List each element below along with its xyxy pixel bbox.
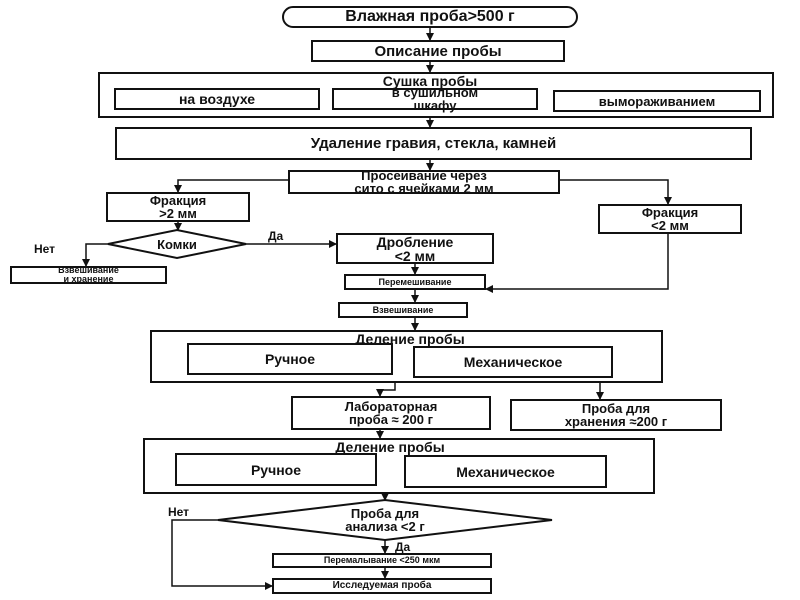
analysis-no-label: Нет (168, 505, 190, 519)
division1-manual-node: Ручное (187, 343, 393, 375)
edge-sieving-fraction-lt2 (560, 179, 672, 205)
edge-analysis-no (171, 519, 273, 590)
description-node: Описание пробы (311, 40, 565, 62)
start-node: Влажная проба>500 г (282, 6, 578, 28)
grinding-node: Перемалывание <250 мкм (272, 553, 492, 568)
drying-oven-node: в сушильном шкафу (332, 86, 538, 112)
division1-mechanical-node: Механическое (413, 346, 613, 378)
division1-title: Деление пробы (355, 331, 465, 347)
drying-air-node: на воздухе (114, 88, 320, 110)
edge-division1-lab (376, 383, 396, 397)
mixing-node: Перемешивание (344, 274, 486, 290)
analysis-decision-label: Проба для анализа <2 г (345, 506, 425, 534)
division2-title: Деление пробы (335, 439, 445, 455)
edge-sieving-fraction-gt2 (174, 179, 288, 193)
fraction-lt2-node: Фракция <2 мм (598, 204, 742, 234)
drying-freeze-node: вымораживанием (553, 90, 761, 112)
final-node: Исследуемая проба (272, 578, 492, 594)
analysis-yes-label: Да (395, 540, 411, 554)
sieving-node: Просеивание через сито с ячейками 2 мм (288, 169, 560, 195)
edge-fraction-lt2-mixing (485, 234, 669, 293)
storage-sample-node: Проба для хранения ≈200 г (510, 399, 722, 431)
lab-sample-node: Лабораторная проба ≈ 200 г (291, 396, 491, 430)
weighing-node: Взвешивание (338, 302, 468, 318)
removal-node: Удаление гравия, стекла, камней (115, 127, 752, 160)
weighing-storage-node: Взвешивание и хранение (10, 266, 167, 284)
drying-title: Сушка пробы (382, 73, 478, 89)
lumps-decision-shape (107, 228, 247, 260)
division2-mechanical-node: Механическое (404, 455, 607, 488)
lumps-decision-label: Комки (157, 236, 197, 252)
crushing-node: Дробление <2 мм (336, 233, 494, 264)
lumps-no-label: Нет (34, 242, 56, 256)
fraction-gt2-node: Фракция >2 мм (106, 192, 250, 222)
analysis-decision-shape (217, 498, 553, 542)
edge-lumps-no (82, 243, 108, 267)
lumps-yes-label: Да (268, 229, 284, 243)
division2-manual-node: Ручное (175, 453, 377, 486)
